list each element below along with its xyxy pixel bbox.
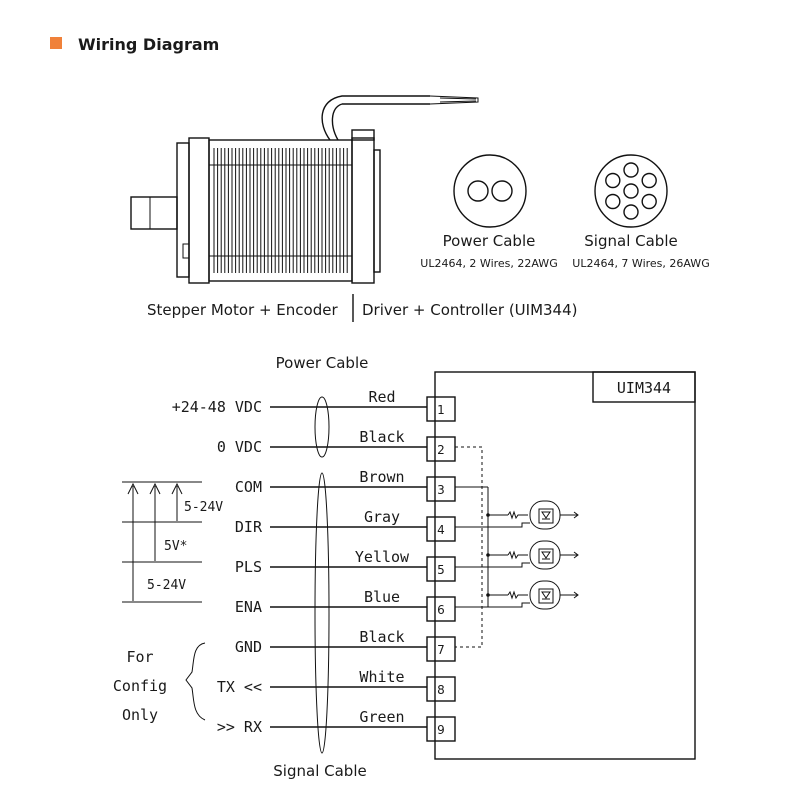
config-note-line-3: Only <box>122 706 158 724</box>
voltage-label-ena: 5-24V <box>147 578 186 593</box>
pin-box <box>426 676 456 702</box>
wire-color-label: Gray <box>364 508 400 526</box>
pin-number: 9 <box>437 723 445 737</box>
voltage-label-pls: 5V* <box>164 539 187 554</box>
pin-signal-label: +24-48 VDC <box>172 398 262 416</box>
signal-cable-spec: UL2464, 7 Wires, 26AWG <box>572 257 709 270</box>
pin-box <box>426 556 456 582</box>
pin-box <box>426 636 456 662</box>
power-cable-name: Power Cable <box>443 232 536 250</box>
power-cable-spec: UL2464, 2 Wires, 22AWG <box>420 257 557 270</box>
pin-row-9: >> RX Green 9 <box>217 708 456 742</box>
pin-box <box>426 436 456 462</box>
wire-color-label: Yellow <box>355 548 410 566</box>
wire-color-label: Black <box>359 428 404 446</box>
power-cable-label: Power Cable <box>276 354 369 372</box>
pin-row-3: COM Brown 3 <box>235 468 456 502</box>
device-name-box <box>592 371 696 403</box>
pin-signal-label: COM <box>235 478 262 496</box>
page-title: Wiring Diagram <box>78 35 219 54</box>
pin-number: 3 <box>437 483 445 497</box>
pin-box <box>426 396 456 422</box>
motor-label-right: Driver + Controller (UIM344) <box>362 301 578 319</box>
power-connector-face <box>453 154 527 228</box>
config-note-line-1: For <box>126 648 153 666</box>
pin-number: 2 <box>437 443 445 457</box>
wire-color-label: Brown <box>359 468 404 486</box>
pin-signal-label: 0 VDC <box>217 438 262 456</box>
gnd-dashed-link <box>455 446 483 648</box>
wire-color-label: White <box>359 668 404 686</box>
pin-signal-label: ENA <box>235 598 262 616</box>
pin-signal-label: >> RX <box>217 718 262 736</box>
pin-box <box>426 516 456 542</box>
wire-color-label: Blue <box>364 588 400 606</box>
pin-row-6: ENA Blue 6 <box>235 588 456 622</box>
pin-row-8: TX << White 8 <box>217 668 456 702</box>
pin-number: 1 <box>437 403 445 417</box>
config-note-line-2: Config <box>113 677 167 695</box>
pin-number: 6 <box>437 603 445 617</box>
signal-cable-label: Signal Cable <box>273 762 366 780</box>
config-brace <box>185 642 206 721</box>
signal-cable-bundle <box>314 472 330 754</box>
pin-signal-label: PLS <box>235 558 262 576</box>
pin-signal-label: DIR <box>235 518 263 536</box>
pin-box <box>426 476 456 502</box>
wire-color-label: Green <box>359 708 404 726</box>
motor-label-left: Stepper Motor + Encoder <box>147 301 338 319</box>
signal-cable-name: Signal Cable <box>584 232 677 250</box>
pin-box <box>426 716 456 742</box>
voltage-label-dir: 5-24V <box>184 500 223 515</box>
pin-row-1: +24-48 VDC Red 1 <box>172 388 456 422</box>
pin-row-4: DIR Gray 4 <box>235 508 456 542</box>
wire-color-label: Red <box>368 388 395 406</box>
wire-color-label: Black <box>359 628 404 646</box>
pin-row-7: GND Black 7 <box>235 628 456 662</box>
device-name: UIM344 <box>617 379 671 397</box>
voltage-arrows <box>122 481 202 603</box>
title-accent-square <box>50 37 62 49</box>
pin-number: 5 <box>437 563 445 577</box>
pin-signal-label: TX << <box>217 678 262 696</box>
pin-number: 8 <box>437 683 445 697</box>
pin-number: 7 <box>437 643 445 657</box>
power-cable-bundle <box>314 396 330 458</box>
pin-row-5: PLS Yellow 5 <box>235 548 456 582</box>
uim344-device-box <box>434 371 696 760</box>
pin-number: 4 <box>437 523 445 537</box>
optocoupler-inputs <box>455 486 579 610</box>
stepper-motor-illustration <box>130 95 479 284</box>
pin-box <box>426 596 456 622</box>
signal-connector-face <box>594 154 668 228</box>
pin-row-2: 0 VDC Black 2 <box>217 428 456 462</box>
pin-signal-label: GND <box>235 638 262 656</box>
